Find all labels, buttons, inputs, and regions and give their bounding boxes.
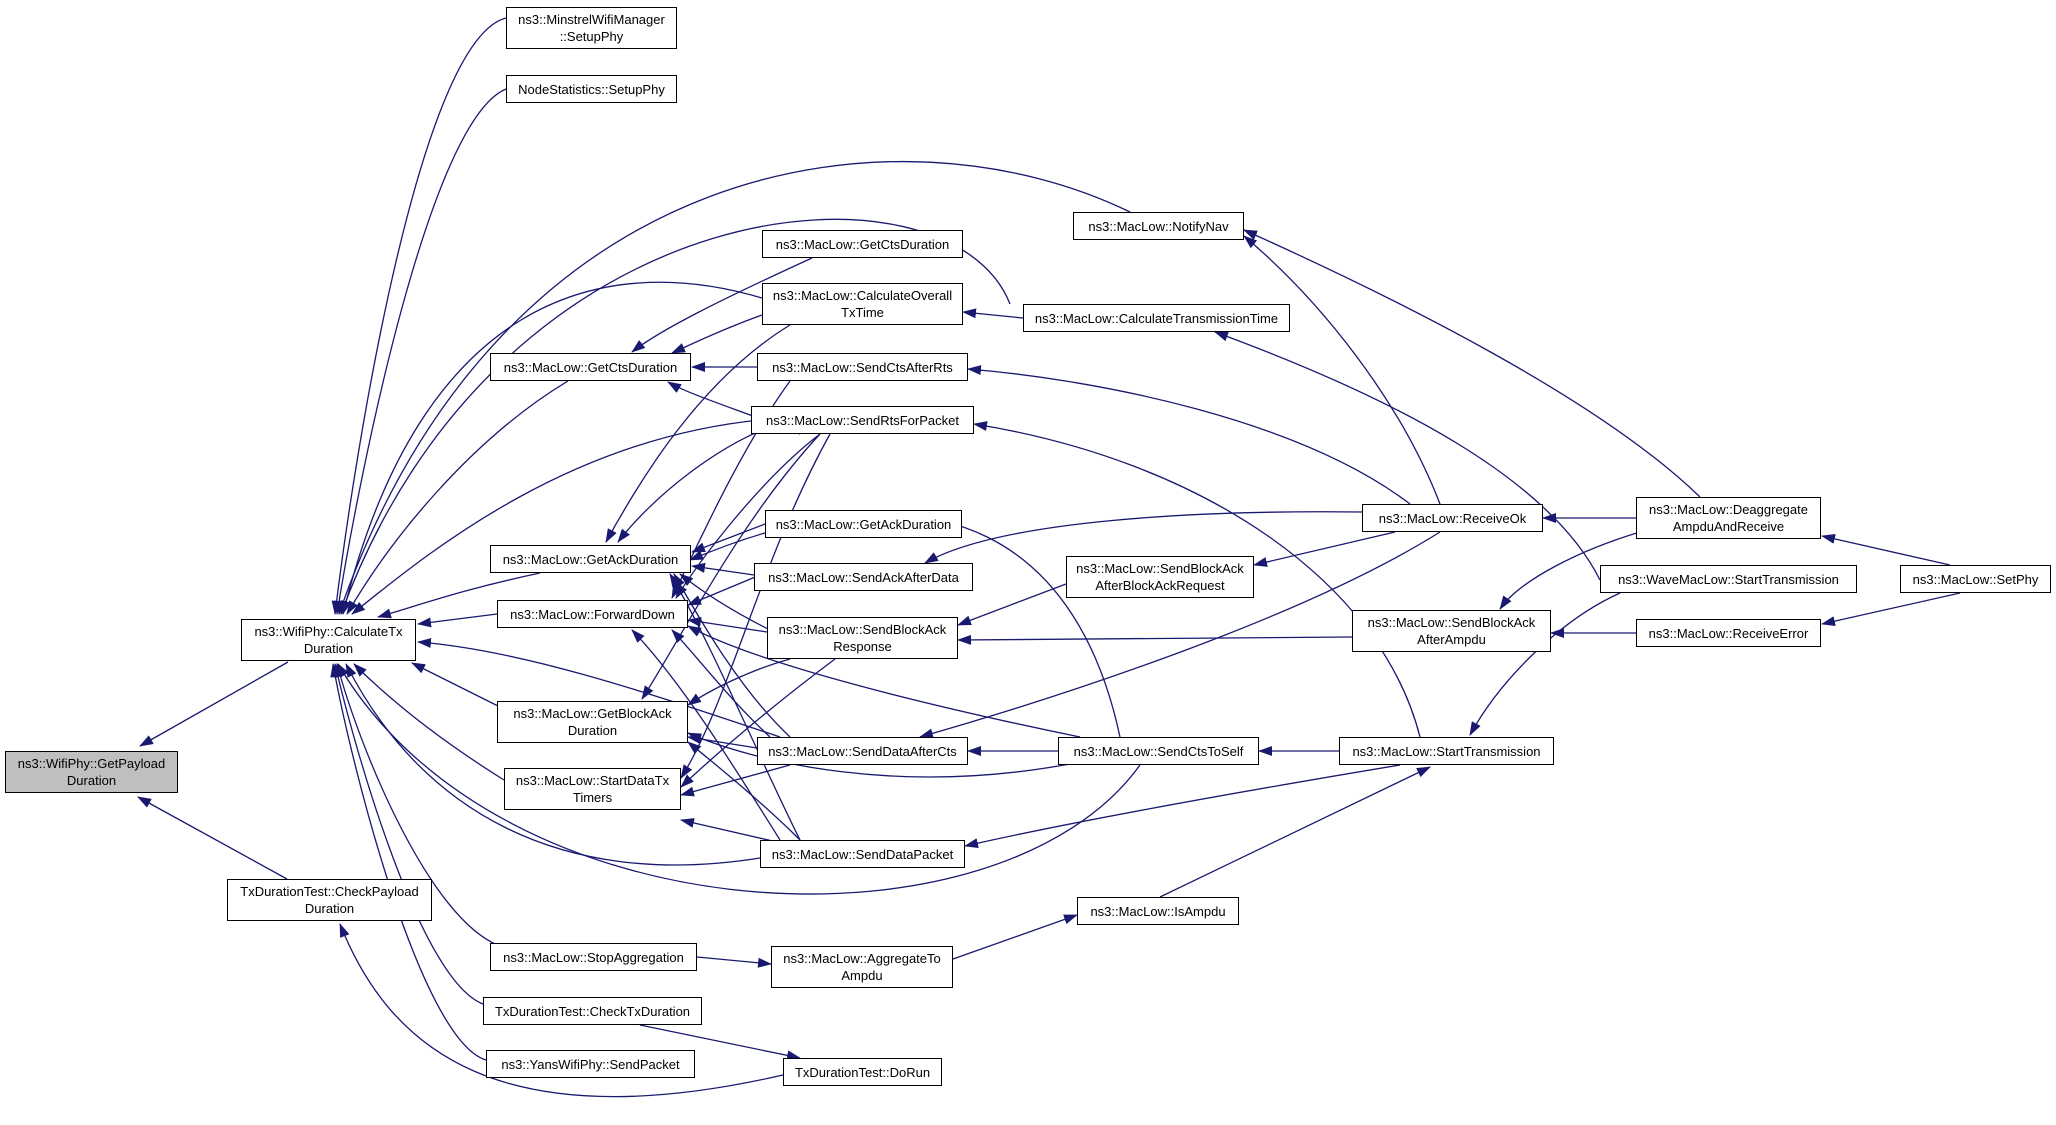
edge-sendctstoself-to-forwarddown bbox=[687, 625, 1081, 738]
node-sendctsafterrts[interactable]: ns3::MacLow::SendCtsAfterRts bbox=[757, 353, 968, 381]
edge-checktxdur-to-calctx bbox=[333, 663, 484, 1005]
node-sendblockackafterampdu[interactable]: ns3::MacLow::SendBlockAck AfterAmpdu bbox=[1352, 610, 1551, 652]
node-getblockack[interactable]: ns3::MacLow::GetBlockAck Duration bbox=[497, 701, 688, 743]
edge-getctsdur-l-to-calctx bbox=[346, 380, 569, 615]
edge-sendblockackresp-from-afterampdu bbox=[957, 634, 1353, 645]
node-startdatatx[interactable]: ns3::MacLow::StartDataTx Timers bbox=[504, 768, 681, 810]
node-calctransmission[interactable]: ns3::MacLow::CalculateTransmissionTime bbox=[1023, 304, 1290, 332]
node-deaggregate[interactable]: ns3::MacLow::Deaggregate AmpduAndReceive bbox=[1636, 497, 1821, 539]
node-receiveerror[interactable]: ns3::MacLow::ReceiveError bbox=[1636, 619, 1821, 647]
node-txdodorun[interactable]: TxDurationTest::DoRun bbox=[783, 1058, 942, 1086]
node-getctsdur-l[interactable]: ns3::MacLow::GetCtsDuration bbox=[490, 353, 691, 381]
node-sendctstoself[interactable]: ns3::MacLow::SendCtsToSelf bbox=[1058, 737, 1259, 765]
node-checktxdur[interactable]: TxDurationTest::CheckTxDuration bbox=[483, 997, 702, 1025]
edge-startdatatx-to-calctx bbox=[353, 663, 505, 781]
edge-notifynav-to-calctx bbox=[338, 160, 1131, 615]
edge-isampdu-from-aggregateto bbox=[952, 914, 1078, 960]
edge-notifynav-from-deaggregate bbox=[1243, 229, 1701, 498]
edge-calcoverall-to-getctsdur-l bbox=[671, 314, 763, 354]
edge-stopagg-to-calctx bbox=[335, 663, 501, 947]
edge-senddatapacket-to-calctx bbox=[345, 663, 761, 866]
node-notifynav[interactable]: ns3::MacLow::NotifyNav bbox=[1073, 212, 1244, 240]
node-stopagg[interactable]: ns3::MacLow::StopAggregation bbox=[490, 943, 697, 971]
edge-checkpayload-to-getpayload bbox=[137, 796, 288, 880]
edge-starttransmission-to-senddatapacket bbox=[964, 764, 1401, 849]
edge-sendackafterdata-from-receiveok bbox=[924, 511, 1363, 564]
edge-notifynav-from-receiveok bbox=[1243, 235, 1441, 505]
node-starttransmission[interactable]: ns3::MacLow::StartTransmission bbox=[1339, 737, 1554, 765]
node-getackdur-l[interactable]: ns3::MacLow::GetAckDuration bbox=[490, 545, 691, 573]
edge-sendblockackresp-to-getblockack bbox=[687, 658, 791, 706]
edge-senddatapacket-to-forwarddown bbox=[631, 629, 781, 841]
edge-sendctstoself-to-calctx bbox=[337, 663, 1141, 895]
node-yanssend[interactable]: ns3::YansWifiPhy::SendPacket bbox=[486, 1050, 695, 1078]
edge-sendrts-to-calctx bbox=[351, 419, 761, 615]
node-sendblockackafterreq[interactable]: ns3::MacLow::SendBlockAck AfterBlockAckR… bbox=[1066, 556, 1254, 598]
edge-senddataaftercts-to-calctx bbox=[417, 638, 781, 738]
edge-calctrans-from-wavestart bbox=[1214, 331, 1601, 581]
edge-getackdur-r-to-getackdur-l bbox=[691, 523, 766, 553]
edge-getackdur-l-to-calctx bbox=[377, 572, 541, 619]
node-minstrel[interactable]: ns3::MinstrelWifiManager ::SetupPhy bbox=[506, 7, 677, 49]
node-calctx[interactable]: ns3::WifiPhy::CalculateTx Duration bbox=[241, 619, 416, 661]
edge-senddataaftercts-to-startdatatx bbox=[680, 764, 791, 797]
node-forwarddown[interactable]: ns3::MacLow::ForwardDown bbox=[497, 600, 688, 628]
edge-sendctsafterrts-from-receiveok bbox=[967, 365, 1411, 505]
edge-calcoverall-to-calctx bbox=[341, 281, 763, 615]
edge-sendctstoself-to-getblockack bbox=[687, 732, 1091, 778]
node-sendrts[interactable]: ns3::MacLow::SendRtsForPacket bbox=[751, 406, 974, 434]
edge-starttransmission-from-isampdu bbox=[1159, 766, 1431, 898]
edge-nodestats-to-calctx bbox=[334, 88, 507, 615]
edge-sendblockackresp-to-startdatatx bbox=[680, 658, 836, 788]
node-setphy[interactable]: ns3::MacLow::SetPhy bbox=[1900, 565, 2051, 593]
node-calcoverall[interactable]: ns3::MacLow::CalculateOverall TxTime bbox=[762, 283, 963, 325]
edge-sendblockackresp-to-forwarddown bbox=[687, 617, 768, 633]
edge-forwarddown-to-calctx bbox=[417, 613, 498, 628]
node-wavestart[interactable]: ns3::WaveMacLow::StartTransmission bbox=[1600, 565, 1857, 593]
node-senddatapacket[interactable]: ns3::MacLow::SendDataPacket bbox=[760, 840, 965, 868]
node-sendblockackresp[interactable]: ns3::MacLow::SendBlockAck Response bbox=[767, 617, 958, 659]
edge-getblockack-to-calctx bbox=[411, 662, 509, 712]
edge-sendrts-from-starttransmission bbox=[973, 421, 1421, 738]
node-getpayload[interactable]: ns3::WifiPhy::GetPayload Duration bbox=[5, 751, 178, 793]
edge-sendblockackresp-to-getackdur-l bbox=[679, 573, 771, 631]
node-sendackafterdata[interactable]: ns3::MacLow::SendAckAfterData bbox=[754, 563, 973, 591]
edge-aggregateto-from-stopagg bbox=[696, 956, 772, 968]
edge-sendrts-to-getblockack bbox=[641, 433, 821, 700]
edge-calcoverall-from-calctrans bbox=[962, 308, 1024, 319]
edge-minstrel-to-calctx bbox=[331, 17, 507, 615]
edge-calcoverall-to-getackdur-l bbox=[605, 324, 791, 543]
node-aggregateto[interactable]: ns3::MacLow::AggregateTo Ampdu bbox=[771, 946, 953, 988]
node-getackdur-r[interactable]: ns3::MacLow::GetAckDuration bbox=[765, 510, 962, 538]
edge-sendrts-to-forwarddown bbox=[675, 433, 821, 599]
edge-checkpayload-from-txdodorun bbox=[339, 923, 784, 1098]
edge-afterampdu-from-deaggregate bbox=[1499, 531, 1641, 610]
edge-sendackafterdata-to-getackdur-l bbox=[691, 562, 755, 576]
edge-starttransmission-from-wavestart bbox=[1469, 592, 1621, 736]
node-senddataaftercts[interactable]: ns3::MacLow::SendDataAfterCts bbox=[757, 737, 968, 765]
edge-receiveok-to-senddataaftercts bbox=[919, 531, 1441, 739]
node-isampdu[interactable]: ns3::MacLow::IsAmpdu bbox=[1077, 897, 1239, 925]
node-nodestats[interactable]: NodeStatistics::SetupPhy bbox=[506, 75, 677, 103]
edge-sendrts-to-startdatatx bbox=[680, 433, 831, 779]
edge-sendblockackafterreq-from-receiveok bbox=[1253, 531, 1396, 567]
edge-calctx-to-getpayload bbox=[139, 661, 289, 747]
node-getctsdur-r[interactable]: ns3::MacLow::GetCtsDuration bbox=[762, 230, 963, 258]
edge-receiveerror-from-setphy bbox=[1821, 592, 1961, 627]
edge-getctsdur-r-to-getctsdur-l bbox=[631, 257, 813, 353]
edge-deaggregate-from-setphy bbox=[1821, 533, 1951, 566]
edge-sendackafterdata-to-forwarddown bbox=[687, 574, 761, 606]
edge-sendblockackresp-from-afterreq bbox=[957, 583, 1067, 626]
node-checkpayload[interactable]: TxDurationTest::CheckPayload Duration bbox=[227, 879, 432, 921]
edge-txdodorun-from-checktxdur bbox=[639, 1024, 801, 1061]
node-receiveok[interactable]: ns3::MacLow::ReceiveOk bbox=[1362, 504, 1543, 532]
edge-senddataaftercts-to-forwarddown bbox=[671, 629, 771, 738]
